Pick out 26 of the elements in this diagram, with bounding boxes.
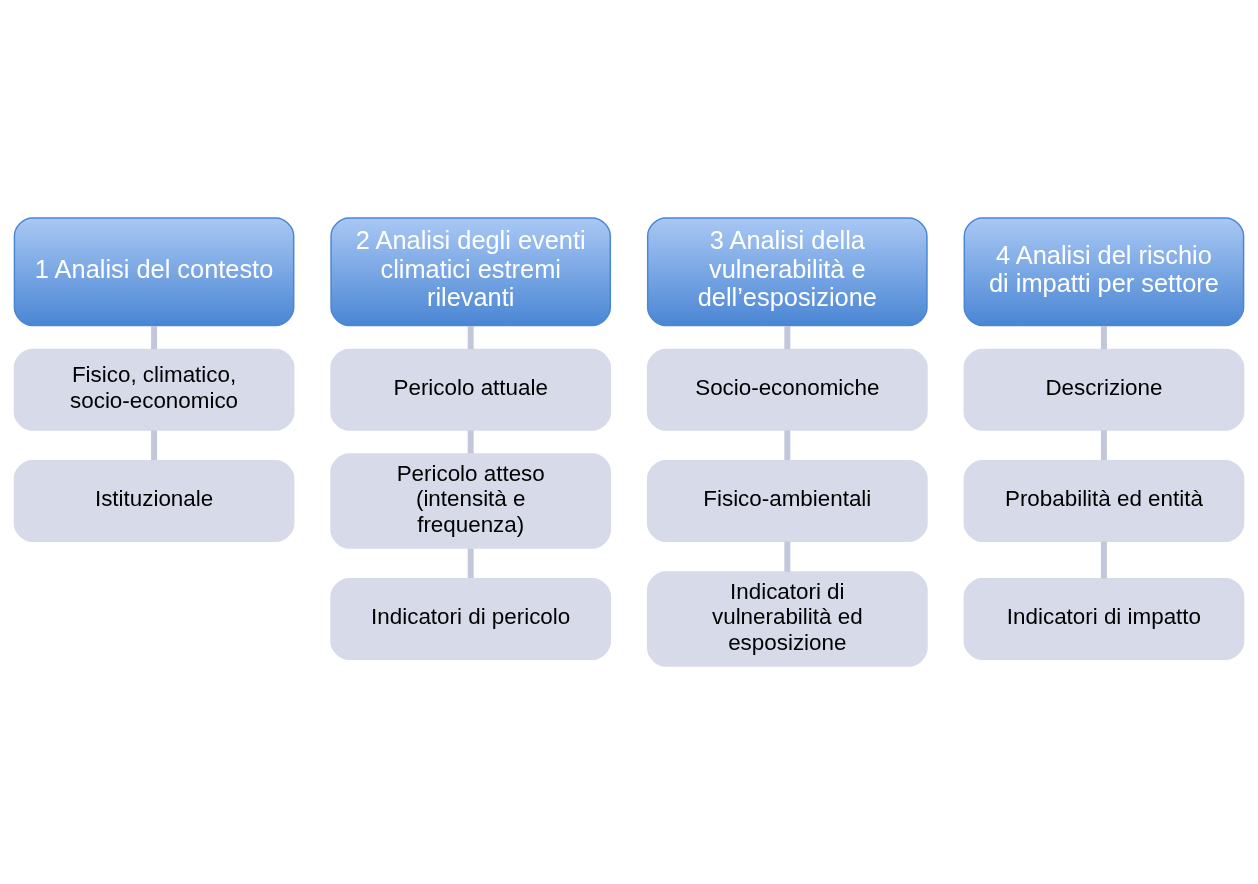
- connector: [784, 541, 791, 572]
- connector: [1100, 326, 1107, 350]
- connector: [1100, 430, 1107, 461]
- node-box: Probabilità ed entità: [963, 459, 1245, 543]
- connector: [151, 430, 158, 461]
- connector: [784, 326, 791, 350]
- node-box: Fisico, climatico, socio-economico: [13, 348, 295, 431]
- connector: [467, 430, 474, 454]
- node-box: 1 Analisi del contesto: [13, 217, 295, 327]
- node-box: Fisico-ambientali: [646, 459, 928, 543]
- node-box: Indicatori di pericolo: [330, 577, 612, 661]
- node-box: 4 Analisi del rischio di impatti per settore: [963, 217, 1245, 327]
- connector: [784, 430, 791, 461]
- node-box: Pericolo attuale: [330, 348, 612, 431]
- connector: [467, 548, 474, 579]
- node-box: Pericolo atteso (intensità e frequenza): [330, 453, 612, 549]
- node-box: 3 Analisi della vulnerabilità e dell’esposizione: [646, 217, 928, 327]
- connector: [467, 326, 474, 350]
- node-box: Descrizione: [963, 348, 1245, 431]
- connector: [151, 326, 158, 350]
- node-box: Socio-economiche: [646, 348, 928, 431]
- node-box: 2 Analisi degli eventi climatici estremi rilevanti: [330, 217, 612, 327]
- node-box: Istituzionale: [13, 459, 295, 543]
- connector: [1100, 541, 1107, 579]
- node-box: Indicatori di vulnerabilità ed esposizione: [646, 571, 928, 667]
- node-box: Indicatori di impatto: [963, 577, 1245, 661]
